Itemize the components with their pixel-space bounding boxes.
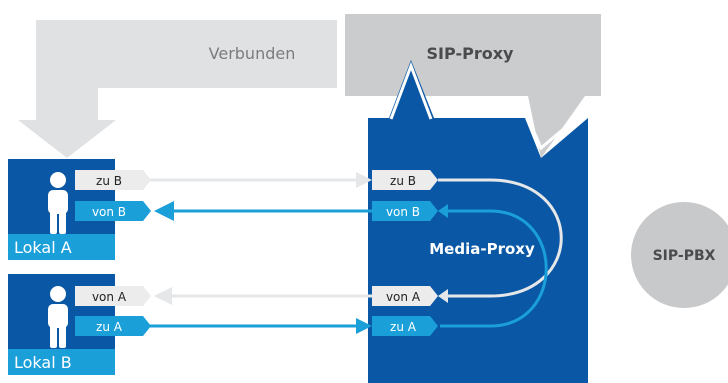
sip-proxy-box bbox=[345, 14, 601, 158]
svg-text:zu A: zu A bbox=[390, 320, 417, 334]
svg-text:von B: von B bbox=[92, 205, 126, 219]
user-b-icon bbox=[48, 286, 68, 348]
tag-a-zu-b: zu B bbox=[75, 170, 151, 190]
loop-outer-gray-head bbox=[438, 289, 448, 303]
verbunden-arrow bbox=[18, 20, 337, 158]
sip-pbx-label: SIP-PBX bbox=[653, 248, 716, 264]
tag-proxy-von-b: von B bbox=[372, 201, 438, 221]
tag-proxy-zu-a: zu A bbox=[372, 316, 438, 336]
tag-b-zu-a: zu A bbox=[75, 316, 151, 336]
sip-proxy-label: SIP-Proxy bbox=[427, 44, 514, 63]
lokal-b-label: Lokal B bbox=[14, 353, 72, 372]
link-b-to-a-head bbox=[356, 318, 372, 334]
sip-pbx-circle bbox=[631, 202, 728, 308]
svg-text:zu A: zu A bbox=[96, 320, 123, 334]
link-a-to-b-head bbox=[356, 172, 372, 188]
loop-inner-lightblue-head bbox=[438, 204, 448, 218]
sip-proxy-tip-outline bbox=[526, 108, 587, 151]
media-proxy-notch-outline bbox=[389, 61, 433, 120]
lokal-a-label: Lokal A bbox=[14, 238, 72, 257]
tag-proxy-von-a: von A bbox=[372, 286, 438, 306]
loop-outer-gray bbox=[438, 178, 563, 298]
tag-b-von-a: von A bbox=[75, 286, 151, 306]
tag-proxy-zu-b: zu B bbox=[372, 170, 438, 190]
link-a-to-b-return-head bbox=[154, 287, 172, 305]
svg-text:von B: von B bbox=[386, 205, 420, 219]
tag-a-von-b: von B bbox=[75, 201, 151, 221]
user-a-icon bbox=[48, 172, 68, 234]
loop-inner-lightblue bbox=[440, 209, 548, 328]
verbunden-label: Verbunden bbox=[209, 44, 296, 63]
lokal-a-label-bar bbox=[8, 234, 115, 260]
svg-text:von A: von A bbox=[92, 290, 127, 304]
media-proxy-label: Media-Proxy bbox=[429, 240, 535, 258]
svg-text:von A: von A bbox=[386, 290, 421, 304]
svg-text:zu B: zu B bbox=[390, 174, 416, 188]
svg-text:zu B: zu B bbox=[96, 174, 122, 188]
link-b-to-a-return-head bbox=[154, 201, 174, 221]
lokal-b-label-bar bbox=[8, 349, 115, 375]
